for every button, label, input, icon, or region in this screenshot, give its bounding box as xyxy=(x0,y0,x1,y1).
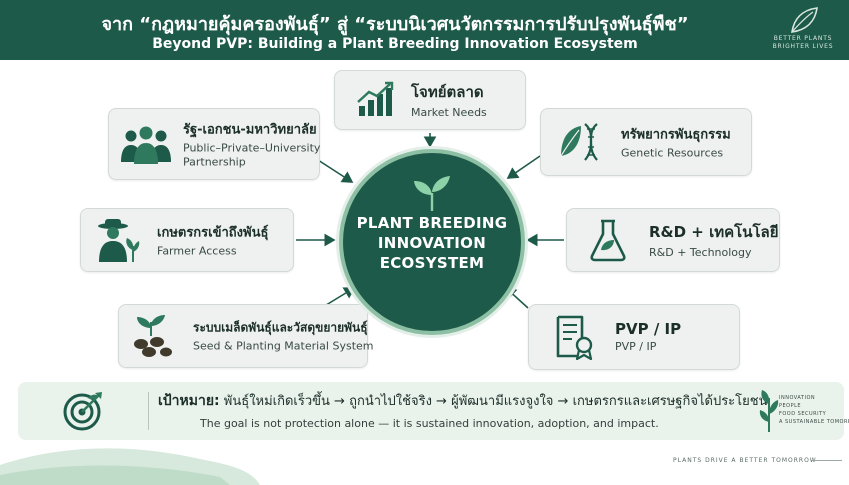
decorative-hills xyxy=(0,448,260,485)
node-partnership: รัฐ-เอกชน-มหาวิทยาลัย Public–Private–Uni… xyxy=(108,108,320,180)
page-title-thai: จาก “กฎหมายคุ้มครองพันธุ์” สู่ “ระบบนิเว… xyxy=(101,14,689,35)
rnd-technology-label-th: R&D + เทคโนโลยี xyxy=(649,223,779,241)
target-icon xyxy=(63,392,102,431)
partnership-label-th: รัฐ-เอกชน-มหาวิทยาลัย xyxy=(183,122,317,138)
node-market-needs: โจทย์ตลาด Market Needs xyxy=(334,70,526,130)
growth-chart-icon xyxy=(357,81,394,116)
ecosystem-diagram: โจทย์ตลาด Market Needs รัฐ-เอกชน-มหาวิทย… xyxy=(0,60,849,485)
goal-tag: INNOVATION xyxy=(779,395,816,401)
leaf-dna-icon xyxy=(560,123,598,161)
rnd-technology-text: R&D + เทคโนโลยี R&D + Technology xyxy=(649,220,779,260)
goal-divider xyxy=(148,392,149,430)
genetic-resources-label-en: Genetic Resources xyxy=(621,146,724,160)
farmer-access-label-en: Farmer Access xyxy=(157,244,237,258)
seedling-seeds-icon xyxy=(134,315,172,357)
hub-title-line-3: ECOSYSTEM xyxy=(379,254,485,272)
hub-title-line-2: INNOVATION xyxy=(377,234,487,252)
market-needs-label-th: โจทย์ตลาด xyxy=(411,83,484,101)
node-farmer-access: เกษตรกรเข้าถึงพันธุ์ Farmer Access xyxy=(80,208,294,272)
arrow-partnership xyxy=(317,159,354,183)
sprout-icon xyxy=(414,176,450,211)
pvp-ip-text: PVP / IP PVP / IP xyxy=(615,320,681,354)
partnership-text: รัฐ-เอกชน-มหาวิทยาลัย Public–Private–Uni… xyxy=(183,119,320,170)
genetic-resources-label-th: ทรัพยากรพันธุกรรม xyxy=(621,127,731,143)
node-genetic-resources: ทรัพยากรพันธุกรรม Genetic Resources xyxy=(540,108,752,176)
node-seed-system: ระบบเมล็ดพันธุ์และวัสดุขยายพันธุ์ Seed &… xyxy=(118,304,374,368)
brand-tagline-1: BETTER PLANTS xyxy=(773,35,833,42)
leaf-logo-icon xyxy=(791,7,818,33)
node-pvp-ip: PVP / IP PVP / IP xyxy=(528,304,740,370)
goal-text-th: เป้าหมาย: พันธุ์ใหม่เกิดเร็วขึ้น → ถูกนำ… xyxy=(158,390,767,412)
footer-rule xyxy=(812,460,842,461)
goal-tags: INNOVATION PEOPLE FOOD SECURITY A SUSTAI… xyxy=(779,394,849,426)
brand-logo: BETTER PLANTS BRIGHTER LIVES xyxy=(765,5,841,51)
brand-tagline-2: BRIGHTER LIVES xyxy=(772,43,834,50)
certificate-icon xyxy=(556,315,593,360)
arrow-genetic xyxy=(506,155,541,179)
market-needs-label-en: Market Needs xyxy=(411,106,487,119)
plant-icon xyxy=(759,390,779,432)
ecosystem-hub: PLANT BREEDING INNOVATION ECOSYSTEM xyxy=(339,149,525,335)
node-rnd-technology: R&D + เทคโนโลยี R&D + Technology xyxy=(566,208,780,272)
rnd-technology-label-en: R&D + Technology xyxy=(649,246,752,259)
goal-banner: เป้าหมาย: พันธุ์ใหม่เกิดเร็วขึ้น → ถูกนำ… xyxy=(18,382,849,440)
farmer-icon xyxy=(98,219,140,262)
pvp-ip-label-en: PVP / IP xyxy=(615,340,657,353)
pvp-ip-label-th: PVP / IP xyxy=(615,320,682,338)
farmer-access-label-th: เกษตรกรเข้าถึงพันธุ์ xyxy=(157,225,269,241)
goal-tag: PEOPLE xyxy=(779,403,802,409)
genetic-resources-text: ทรัพยากรพันธุกรรม Genetic Resources xyxy=(621,124,731,161)
partnership-label-en-1: Public–Private–University xyxy=(183,141,321,155)
goal-tag: A SUSTAINABLE TOMORROW xyxy=(779,419,849,425)
goal-statement-th: พันธุ์ใหม่เกิดเร็วขึ้น → ถูกนำไปใช้จริง … xyxy=(223,394,768,409)
page-title-english: Beyond PVP: Building a Plant Breeding In… xyxy=(152,36,638,52)
hub-title-line-1: PLANT BREEDING xyxy=(356,214,508,232)
goal-tag: FOOD SECURITY xyxy=(779,411,827,417)
header-banner: จาก “กฎหมายคุ้มครองพันธุ์” สู่ “ระบบนิเว… xyxy=(0,0,849,60)
seed-system-text: ระบบเมล็ดพันธุ์และวัสดุขยายพันธุ์ Seed &… xyxy=(193,319,374,354)
goal-label: เป้าหมาย: xyxy=(158,393,220,409)
market-needs-text: โจทย์ตลาด Market Needs xyxy=(411,80,487,120)
goal-statement-en: The goal is not protection alone — it is… xyxy=(200,417,659,430)
footer-tagline: PLANTS DRIVE A BETTER TOMORROW xyxy=(673,457,817,464)
partnership-label-en-2: Partnership xyxy=(183,155,246,169)
seed-system-label-en: Seed & Planting Material System xyxy=(193,339,374,353)
farmer-access-text: เกษตรกรเข้าถึงพันธุ์ Farmer Access xyxy=(157,222,268,259)
flask-icon xyxy=(590,219,626,262)
people-group-icon xyxy=(121,126,171,164)
seed-system-label-th: ระบบเมล็ดพันธุ์และวัสดุขยายพันธุ์ xyxy=(193,320,368,335)
